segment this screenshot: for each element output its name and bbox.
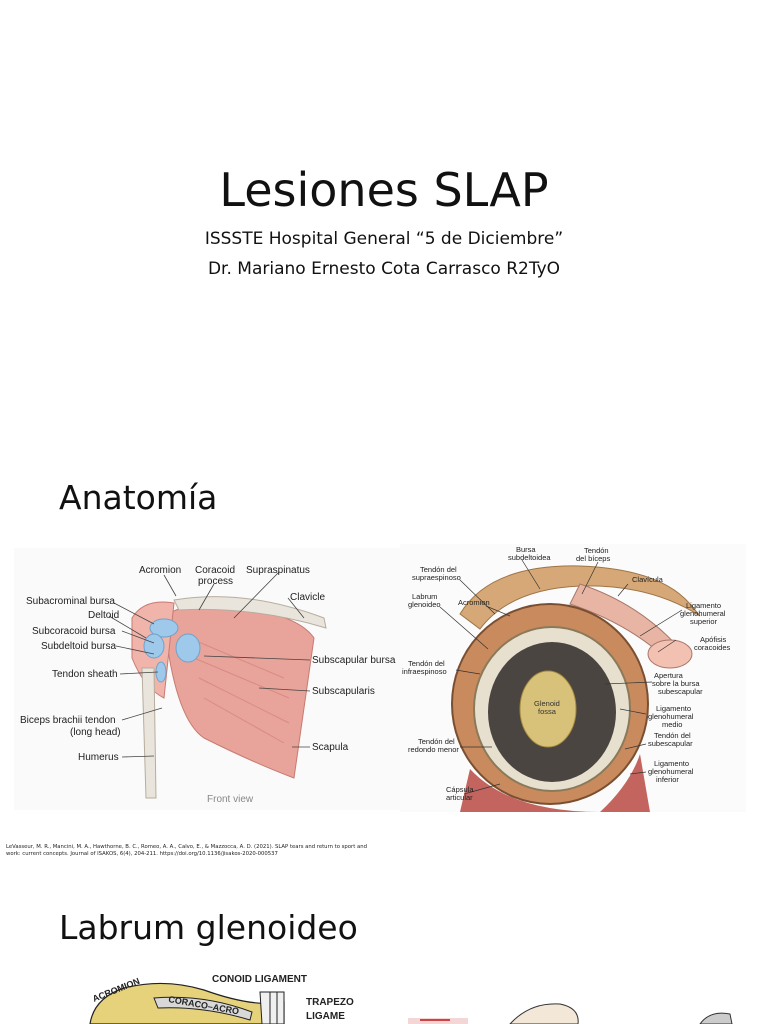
label-ligament: LIGAME <box>306 1011 345 1022</box>
anatomy-heading: Anatomía <box>59 478 218 517</box>
labrum-figure-partial <box>408 1003 733 1024</box>
r-label-apertura: Apertura <box>654 671 684 680</box>
subtitle-author: Dr. Mariano Ernesto Cota Carrasco R2TyO <box>207 259 561 279</box>
label-conoid-ligament: CONOID LIGAMENT <box>212 974 307 985</box>
label-long-head: (long head) <box>70 727 121 738</box>
label-acromion: Acromion <box>139 565 181 576</box>
anatomy-slide: Anatomía <box>0 440 768 872</box>
r-label-bursa: Bursa <box>516 545 536 554</box>
label-subcoracoid-bursa: Subcoracoid bursa <box>32 626 116 637</box>
r-label-capsula: Cápsula <box>446 785 474 794</box>
citation: LeVasseur, M. R., Mancini, M. A., Hawtho… <box>6 844 367 857</box>
r-label-ligamento-3: Ligamento <box>654 759 689 768</box>
r-label-subescapular: subescapular <box>658 687 703 696</box>
title-slide: Lesiones SLAP ISSSTE Hospital General “5… <box>0 0 768 440</box>
r-label-infraespinoso: infraespinoso <box>402 667 447 676</box>
r-label-acromion: Acromion <box>458 598 490 607</box>
labrum-heading: Labrum glenoideo <box>59 908 358 947</box>
r-label-tendon-del-2: Tendón del <box>408 659 445 668</box>
r-label-apofisis: Apófisis <box>700 635 727 644</box>
r-label-glenohumeral-2: glenohumeral <box>648 712 694 721</box>
r-label-ligamento: Ligamento <box>686 601 721 610</box>
shoulder-ligament-figure: ACROMION CONOID LIGAMENT CORACO–ACRO TRA… <box>89 974 354 1024</box>
label-coracoid: Coracoid <box>195 565 235 576</box>
r-label-del-biceps: del bíceps <box>576 554 610 563</box>
r-label-glenoid: Glenoid <box>534 699 560 708</box>
label-supraspinatus: Supraspinatus <box>246 565 310 576</box>
r-label-sobre-bursa: sobre la bursa <box>652 679 700 688</box>
slide-title: Lesiones SLAP <box>219 163 549 217</box>
shoulder-bursae-figure: Acromion Coracoid process Supraspinatus … <box>14 548 402 810</box>
r-label-subdeltoidea: subdeltoidea <box>508 553 551 562</box>
r-label-redondo-menor: redondo menor <box>408 745 459 754</box>
r-label-subescapular-2: subescapular <box>648 739 693 748</box>
labrum-slide: Labrum glenoideo ACROMION CONOID LIGAMEN… <box>0 872 768 1024</box>
label-front-view: Front view <box>207 794 254 805</box>
label-humerus: Humerus <box>78 752 119 763</box>
r-label-glenoideo: glenoideo <box>408 600 441 609</box>
label-process: process <box>198 576 233 587</box>
r-label-tendon-del-4: Tendón del <box>418 737 455 746</box>
r-label-clavicula: Clavícula <box>632 575 664 584</box>
label-scapula: Scapula <box>312 742 349 753</box>
r-label-labrum: Labrum <box>412 592 437 601</box>
label-subscapular-bursa: Subscapular bursa <box>312 655 396 666</box>
r-label-ligamento-2: Ligamento <box>656 704 691 713</box>
r-label-supraespinoso: supraespinoso <box>412 573 461 582</box>
label-subacrominal-bursa: Subacrominal bursa <box>26 596 115 607</box>
r-label-articular: articular <box>446 793 473 802</box>
label-subscapularis: Subscapularis <box>312 686 375 697</box>
label-deltoid: Deltoid <box>88 610 119 621</box>
label-trapezoid: TRAPEZO <box>306 997 354 1008</box>
r-label-tendon-del: Tendón del <box>420 565 457 574</box>
r-label-inferior: inferior <box>656 775 679 784</box>
label-biceps-tendon: Biceps brachii tendon <box>20 715 116 726</box>
r-label-glenohumeral: glenohumeral <box>680 609 726 618</box>
label-subdeltoid-bursa: Subdeltoid bursa <box>41 641 116 652</box>
r-label-superior: superior <box>690 617 718 626</box>
r-label-tendon-del-3: Tendón del <box>654 731 691 740</box>
subtitle-hospital: ISSSTE Hospital General “5 de Diciembre” <box>204 229 564 249</box>
r-label-coracoides: coracoides <box>694 643 731 652</box>
label-clavicle: Clavicle <box>290 592 325 603</box>
r-label-fossa: fossa <box>538 707 557 716</box>
r-label-tendon: Tendón <box>584 546 609 555</box>
label-tendon-sheath: Tendon sheath <box>52 669 118 680</box>
glenoid-figure: Acromion Bursa subdeltoidea Tendón del b… <box>400 544 746 812</box>
r-label-medio: medio <box>662 720 682 729</box>
r-label-glenohumeral-3: glenohumeral <box>648 767 694 776</box>
